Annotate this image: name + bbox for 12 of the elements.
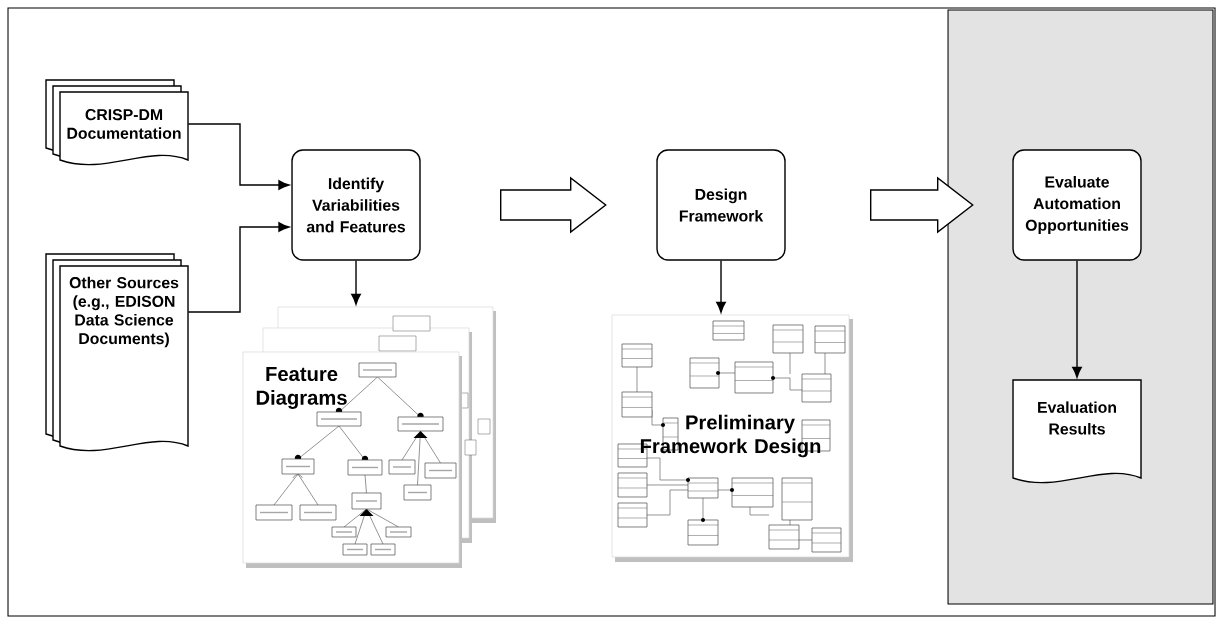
arrow <box>716 259 726 313</box>
arrow <box>351 259 361 305</box>
arrow <box>1072 259 1082 378</box>
document-stack: CRISP-DM Documentation <box>45 79 189 166</box>
arrow <box>187 222 290 313</box>
process-box: Identify Variabilities and Features <box>291 149 421 261</box>
document-stack: Other Sources (e.g., EDISON Data Science Documents) <box>45 253 189 452</box>
process-box: Evaluate Automation Opportunities <box>1012 149 1142 261</box>
process-box: Design Framework <box>656 149 786 261</box>
block-arrow <box>870 176 974 234</box>
block-arrow <box>500 176 607 234</box>
arrow <box>187 123 290 190</box>
